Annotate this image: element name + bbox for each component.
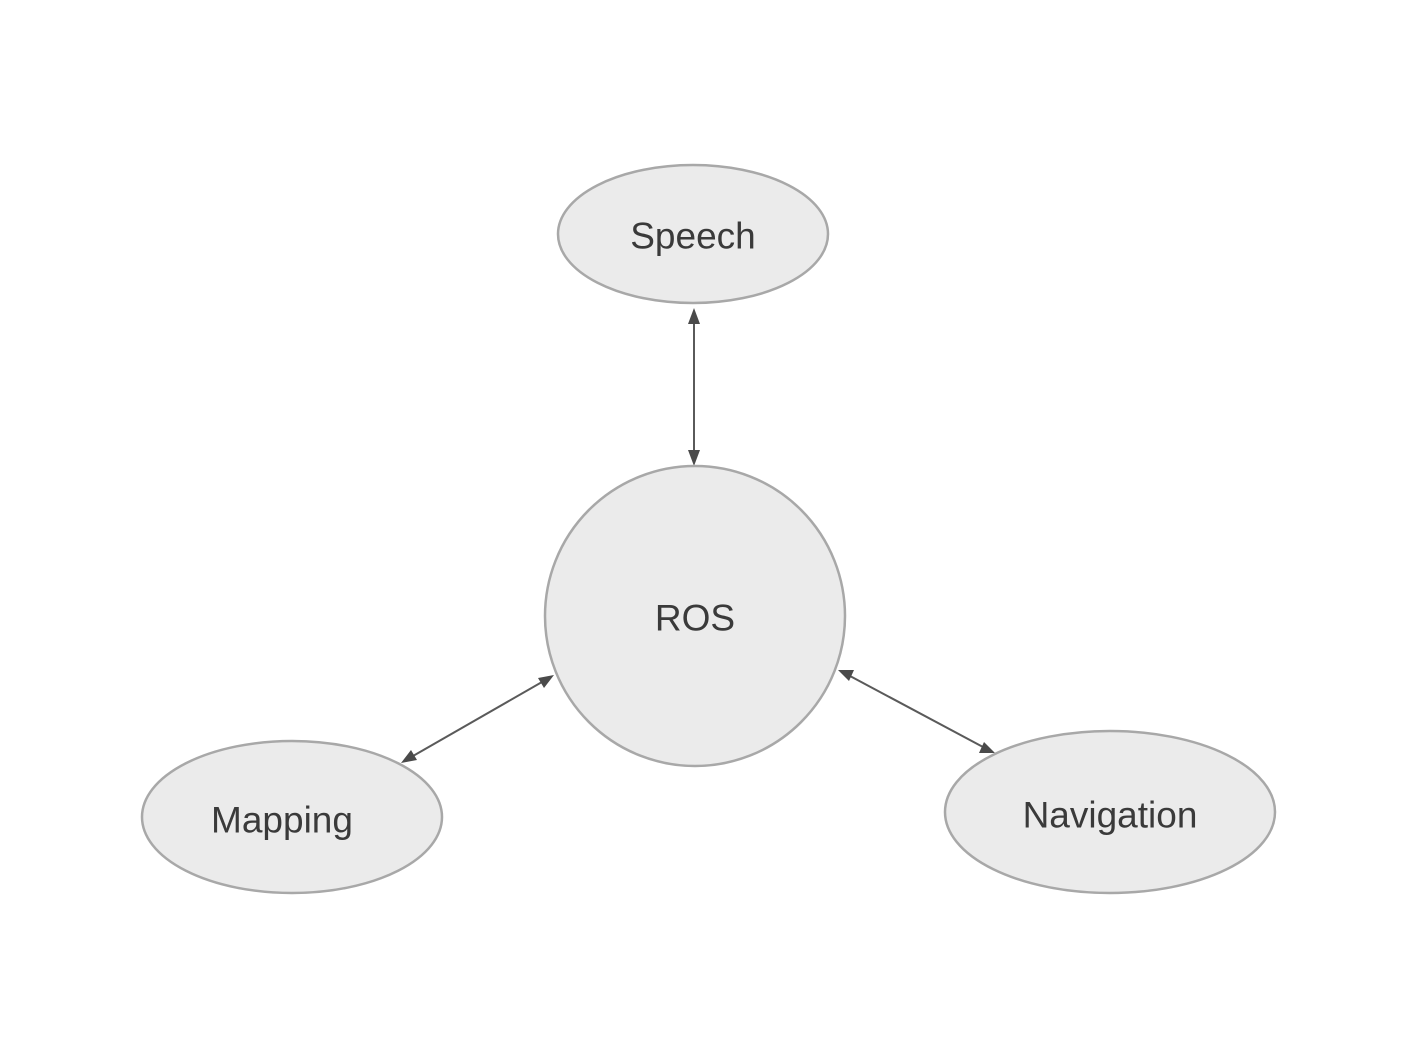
arrowhead-ros-top-end	[688, 450, 700, 466]
node-mapping-shape	[140, 739, 444, 895]
node-ros-label: ROS	[655, 598, 735, 639]
edge-ros-mapping	[401, 675, 554, 763]
node-speech-label: Speech	[630, 216, 756, 257]
node-ros-shape	[543, 464, 847, 768]
arrowhead-speech-end	[688, 308, 700, 324]
arrowhead-mapping-end	[401, 750, 417, 763]
arrowhead-ros-right-end	[838, 670, 854, 681]
node-navigation: Navigation	[943, 729, 1277, 895]
node-navigation-label: Navigation	[1023, 795, 1198, 836]
arrowhead-navigation-end	[979, 742, 995, 753]
edge-ros-speech	[688, 308, 700, 466]
edge-ros-navigation	[838, 670, 995, 753]
node-mapping-label: Mapping	[211, 800, 353, 841]
node-speech-shape	[556, 163, 830, 305]
node-mapping: Mapping	[140, 739, 444, 895]
node-speech: Speech	[556, 163, 830, 305]
node-navigation-shape	[943, 729, 1277, 895]
arrowhead-ros-left-end	[538, 675, 554, 688]
node-ros: ROS	[543, 464, 847, 768]
